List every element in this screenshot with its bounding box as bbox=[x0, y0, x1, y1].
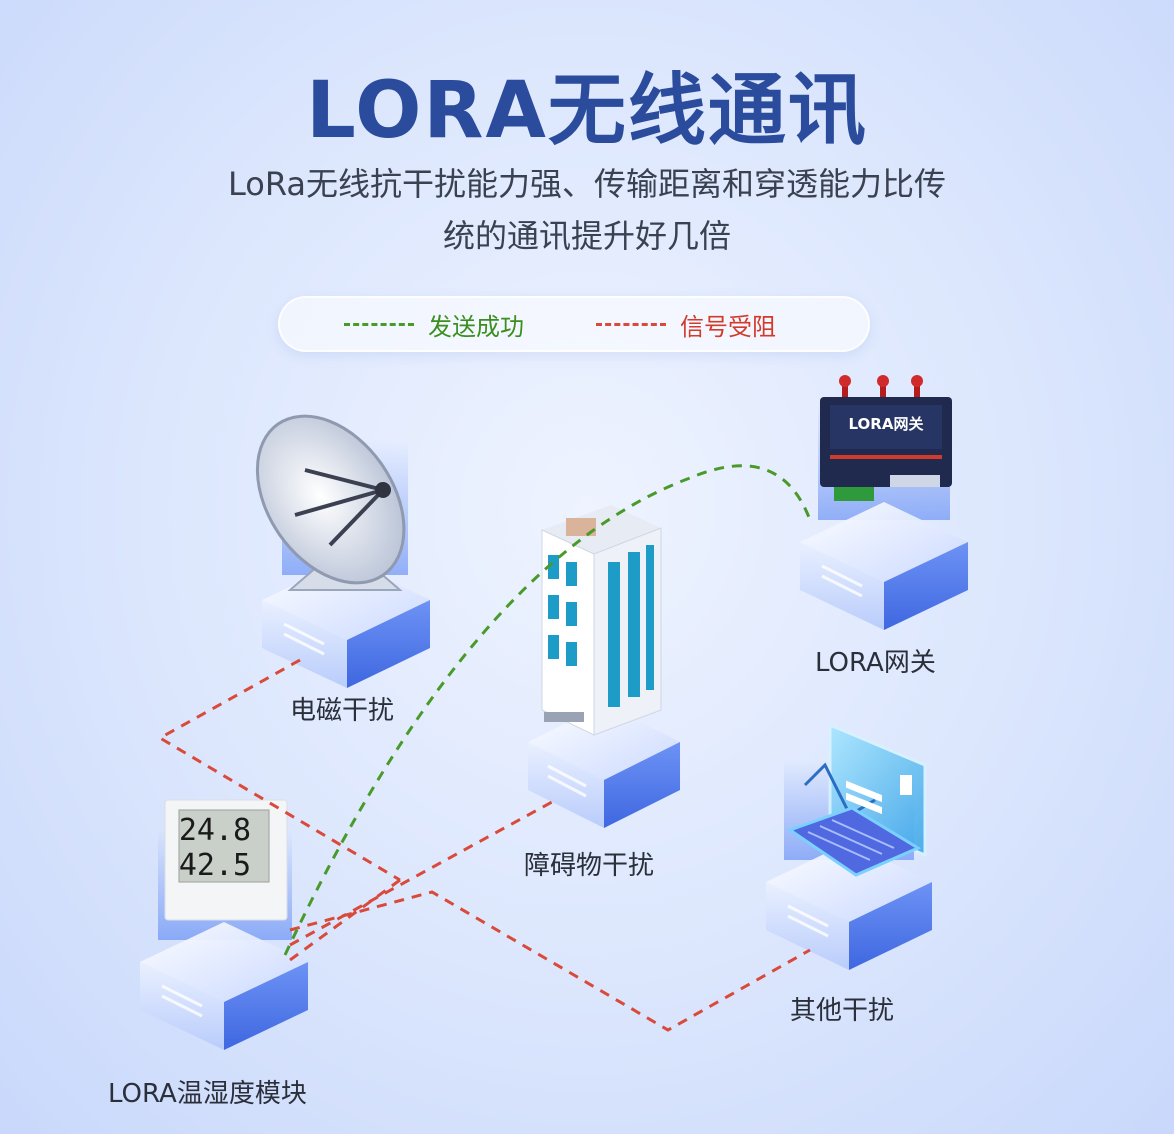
platform-other bbox=[766, 760, 932, 970]
label-building: 障碍物干扰 bbox=[524, 851, 655, 881]
page-title: LORA无线通讯 bbox=[306, 66, 868, 156]
label-sensor: LORA温湿度模块 bbox=[108, 1079, 307, 1109]
label-other: 其他干扰 bbox=[790, 996, 895, 1026]
label-satellite: 电磁干扰 bbox=[290, 696, 395, 726]
blocked-line-satellite-b bbox=[289, 878, 401, 962]
success-line-gateway bbox=[283, 464, 812, 956]
legend: 发送成功 信号受阻 bbox=[278, 296, 870, 352]
subtitle-line-1: LoRa无线抗干扰能力强、传输距离和穿透能力比传 bbox=[228, 165, 946, 203]
satellite-dish-icon bbox=[255, 414, 406, 591]
gateway-device-icon: LORA网关 bbox=[820, 375, 952, 501]
computer-icon bbox=[786, 722, 927, 877]
label-gateway: LORA网关 bbox=[815, 648, 936, 678]
blocked-line-building bbox=[289, 800, 553, 947]
subtitle-line-2: 统的通讯提升好几倍 bbox=[442, 217, 731, 255]
platform-building bbox=[528, 704, 680, 828]
humidity-reading: 42.5 bbox=[179, 848, 251, 883]
legend-blocked-label: 信号受阻 bbox=[680, 312, 776, 341]
legend-blocked: 信号受阻 bbox=[596, 306, 776, 342]
legend-success-label: 发送成功 bbox=[428, 312, 524, 341]
signal-lines bbox=[156, 464, 812, 1032]
green-dash-icon bbox=[344, 322, 414, 326]
blocked-line-satellite-a bbox=[156, 658, 401, 882]
legend-success: 发送成功 bbox=[344, 306, 524, 342]
red-dash-icon bbox=[596, 322, 666, 326]
blocked-line-other bbox=[289, 890, 811, 1032]
gateway-device-label: LORA网关 bbox=[849, 415, 924, 433]
temperature-reading: 24.8 bbox=[179, 813, 251, 848]
page-subtitle: LoRa无线抗干扰能力强、传输距离和穿透能力比传 统的通讯提升好几倍 bbox=[170, 158, 1004, 262]
building-icon bbox=[541, 505, 662, 736]
thermohygrometer-icon: 24.8 42.5 bbox=[164, 799, 288, 921]
